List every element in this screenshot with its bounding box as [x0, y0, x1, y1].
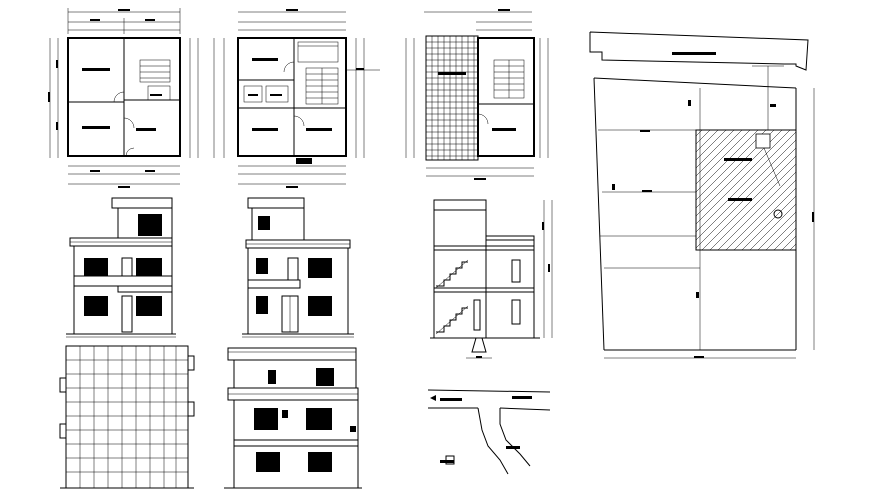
ground-floor-plan	[48, 8, 199, 188]
window	[138, 214, 162, 236]
dimension-lines-top	[67, 8, 181, 34]
well-symbol	[773, 209, 783, 219]
first-floor-plan	[213, 9, 380, 188]
side-elevation	[242, 197, 354, 338]
front-elevation	[66, 197, 176, 338]
terrace-tile-grid	[426, 36, 478, 160]
dimension-lines-bottom	[68, 165, 180, 188]
terrace-tiled-area	[425, 35, 479, 161]
back-elevation	[224, 347, 362, 489]
site-plan	[589, 31, 815, 359]
room-label-bedroom	[252, 58, 278, 61]
terrace-floor-plan	[405, 9, 549, 180]
toilet	[147, 85, 171, 101]
building-hatch	[695, 129, 797, 251]
plot-boundary-left	[593, 77, 605, 351]
room-label-living	[82, 126, 110, 129]
section	[430, 199, 553, 359]
room-label-bedroom	[82, 68, 110, 71]
balcony	[297, 41, 339, 63]
room-label-kitchen	[136, 128, 156, 131]
room-label-bedroom	[252, 128, 278, 131]
room-label-living	[306, 128, 332, 131]
outer-wall	[237, 37, 347, 157]
key-plan	[427, 389, 551, 475]
landing-block	[296, 158, 312, 164]
stair-cabin-wall	[477, 37, 535, 157]
dimension-lines-side	[48, 38, 199, 158]
building-footprint	[695, 129, 797, 251]
road-label	[672, 52, 716, 55]
staircase	[139, 59, 171, 83]
rear-elevation	[59, 345, 195, 489]
